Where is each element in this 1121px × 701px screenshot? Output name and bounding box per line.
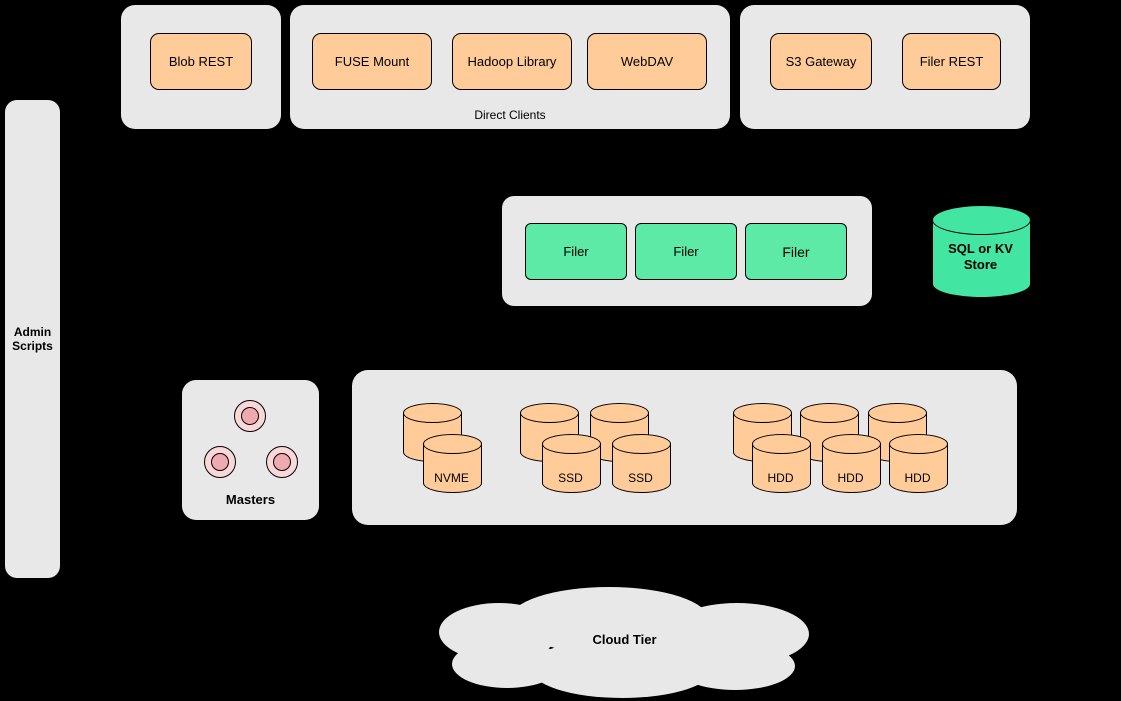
nvme-label: NVME [434, 471, 469, 485]
volume-servers-group: NVME SSD SSD [352, 370, 1017, 525]
ssd-cylinder-1: SSD [542, 434, 601, 493]
cylinder-top [403, 403, 462, 423]
master-node-1 [234, 400, 266, 432]
blob-client-group: Blob REST [121, 5, 281, 129]
cylinder-top [423, 434, 482, 454]
masters-label: Masters [225, 492, 276, 507]
hdd-cylinder-2: HDD [822, 434, 881, 493]
cylinder-top [822, 434, 881, 454]
admin-scripts-panel: Admin Scripts [5, 100, 60, 578]
cylinder-top [590, 403, 649, 423]
master-node-2 [204, 446, 236, 478]
master-node-inner-circle [211, 453, 229, 471]
ssd-cylinder-2: SSD [612, 434, 671, 493]
direct-clients-caption: Direct Clients [474, 108, 546, 122]
cylinder-top [800, 403, 859, 423]
cylinder-top [612, 434, 671, 454]
nvme-cylinder: NVME [423, 434, 482, 493]
sql-kv-store-cylinder: SQL or KV Store [932, 205, 1031, 298]
cylinder-top [932, 205, 1031, 235]
masters-group: Masters [182, 380, 319, 520]
master-node-inner-circle [241, 407, 259, 425]
gateway-group: S3 Gateway Filer REST [740, 5, 1030, 129]
cylinder-top [520, 403, 579, 423]
filer-node-3: Filer [745, 223, 847, 280]
hdd-cylinder-3: HDD [889, 434, 948, 493]
cylinder-top [868, 403, 927, 423]
cloud-tier-label: Cloud Tier [592, 632, 657, 647]
master-node-inner-circle [273, 453, 291, 471]
direct-clients-group: FUSE Mount Hadoop Library WebDAV Direct … [290, 5, 730, 129]
cylinder-top [542, 434, 601, 454]
hdd-label-1: HDD [767, 471, 794, 485]
filer-node-1: Filer [525, 223, 627, 280]
hadoop-library-node: Hadoop Library [452, 33, 572, 90]
admin-scripts-label: Admin Scripts [12, 324, 53, 353]
ssd-label-1: SSD [558, 471, 583, 485]
sql-kv-store-label: SQL or KV Store [948, 241, 1013, 273]
filer-rest-node: Filer REST [902, 33, 1001, 90]
cloud-shape [439, 587, 809, 698]
filer-node-2: Filer [635, 223, 737, 280]
cylinder-top [889, 434, 948, 454]
ssd-label-2: SSD [628, 471, 653, 485]
blob-rest-node: Blob REST [150, 33, 252, 90]
hdd-cylinder-1: HDD [752, 434, 811, 493]
cloud-tier: Cloud Tier [437, 586, 812, 701]
master-node-3 [266, 446, 298, 478]
webdav-node: WebDAV [587, 33, 707, 90]
hdd-label-2: HDD [837, 471, 864, 485]
fuse-mount-node: FUSE Mount [312, 33, 432, 90]
filer-cluster-group: Filer Filer Filer [502, 196, 872, 306]
s3-gateway-node: S3 Gateway [770, 33, 872, 90]
cylinder-top [752, 434, 811, 454]
cylinder-top [733, 403, 792, 423]
hdd-label-3: HDD [904, 471, 931, 485]
